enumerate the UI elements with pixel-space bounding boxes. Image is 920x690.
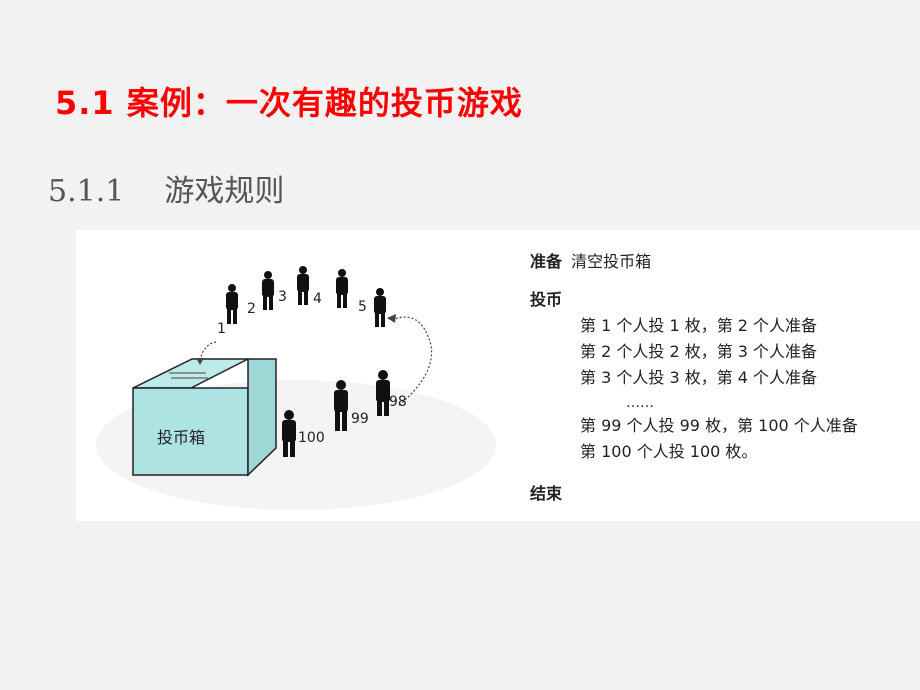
- person-99: [334, 380, 348, 431]
- coin-game-illustration: 投币箱 1 2 3 4 5 98 99 100: [96, 266, 496, 510]
- step-ellipsis: ……: [626, 395, 654, 411]
- section-heading: 5.1.1 游戏规则: [48, 166, 284, 210]
- person-label-99: 99: [351, 411, 369, 427]
- people-group: [226, 266, 390, 457]
- person-label-3: 3: [278, 289, 287, 305]
- coin-heading: 投币: [530, 290, 563, 309]
- prepare-heading: 准备: [530, 252, 563, 271]
- person-label-1: 1: [217, 321, 226, 337]
- section-title: 游戏规则: [164, 174, 285, 209]
- person-100: [282, 410, 296, 457]
- box-front: [132, 387, 249, 476]
- coin-box: 投币箱: [132, 358, 277, 477]
- person-1: [226, 284, 238, 324]
- arrow-to-box-head: [196, 358, 204, 365]
- step-item: 第 99 个人投 99 枚，第 100 个人准备: [580, 416, 858, 435]
- box-side: [247, 358, 277, 477]
- person-5: [374, 288, 386, 327]
- step-item: 第 100 个人投 100 枚。: [580, 442, 758, 461]
- coin-steps: 第 1 个人投 1 枚，第 2 个人准备 第 2 个人投 2 枚，第 3 个人准…: [580, 318, 858, 470]
- arrow-to-box: [199, 341, 217, 361]
- end-heading: 结束: [530, 484, 563, 503]
- arrow-return-head: [387, 314, 396, 323]
- section-number: 5.1.1: [48, 174, 125, 209]
- rules-panel: 投币箱 1 2 3 4 5 98 99 100: [76, 230, 920, 521]
- box-label: 投币箱: [157, 428, 205, 447]
- arrow-return: [391, 316, 433, 407]
- person-label-5: 5: [358, 299, 367, 315]
- step-item: 第 3 个人投 3 枚，第 4 个人准备: [580, 368, 818, 387]
- prepare-text: 清空投币箱: [571, 252, 652, 271]
- person-98: [376, 370, 390, 416]
- person-4: [336, 269, 348, 308]
- person-label-100: 100: [298, 430, 325, 446]
- prepare-row: 准备 清空投币箱: [530, 254, 651, 270]
- person-3: [297, 266, 309, 305]
- page-title: 5.1 案例：一次有趣的投币游戏: [55, 84, 523, 122]
- step-item: 第 1 个人投 1 枚，第 2 个人准备: [580, 316, 818, 335]
- person-label-98: 98: [389, 394, 407, 410]
- person-2: [262, 271, 274, 310]
- person-label-2: 2: [247, 301, 256, 317]
- step-item: 第 2 个人投 2 枚，第 3 个人准备: [580, 342, 818, 361]
- person-label-4: 4: [313, 291, 322, 307]
